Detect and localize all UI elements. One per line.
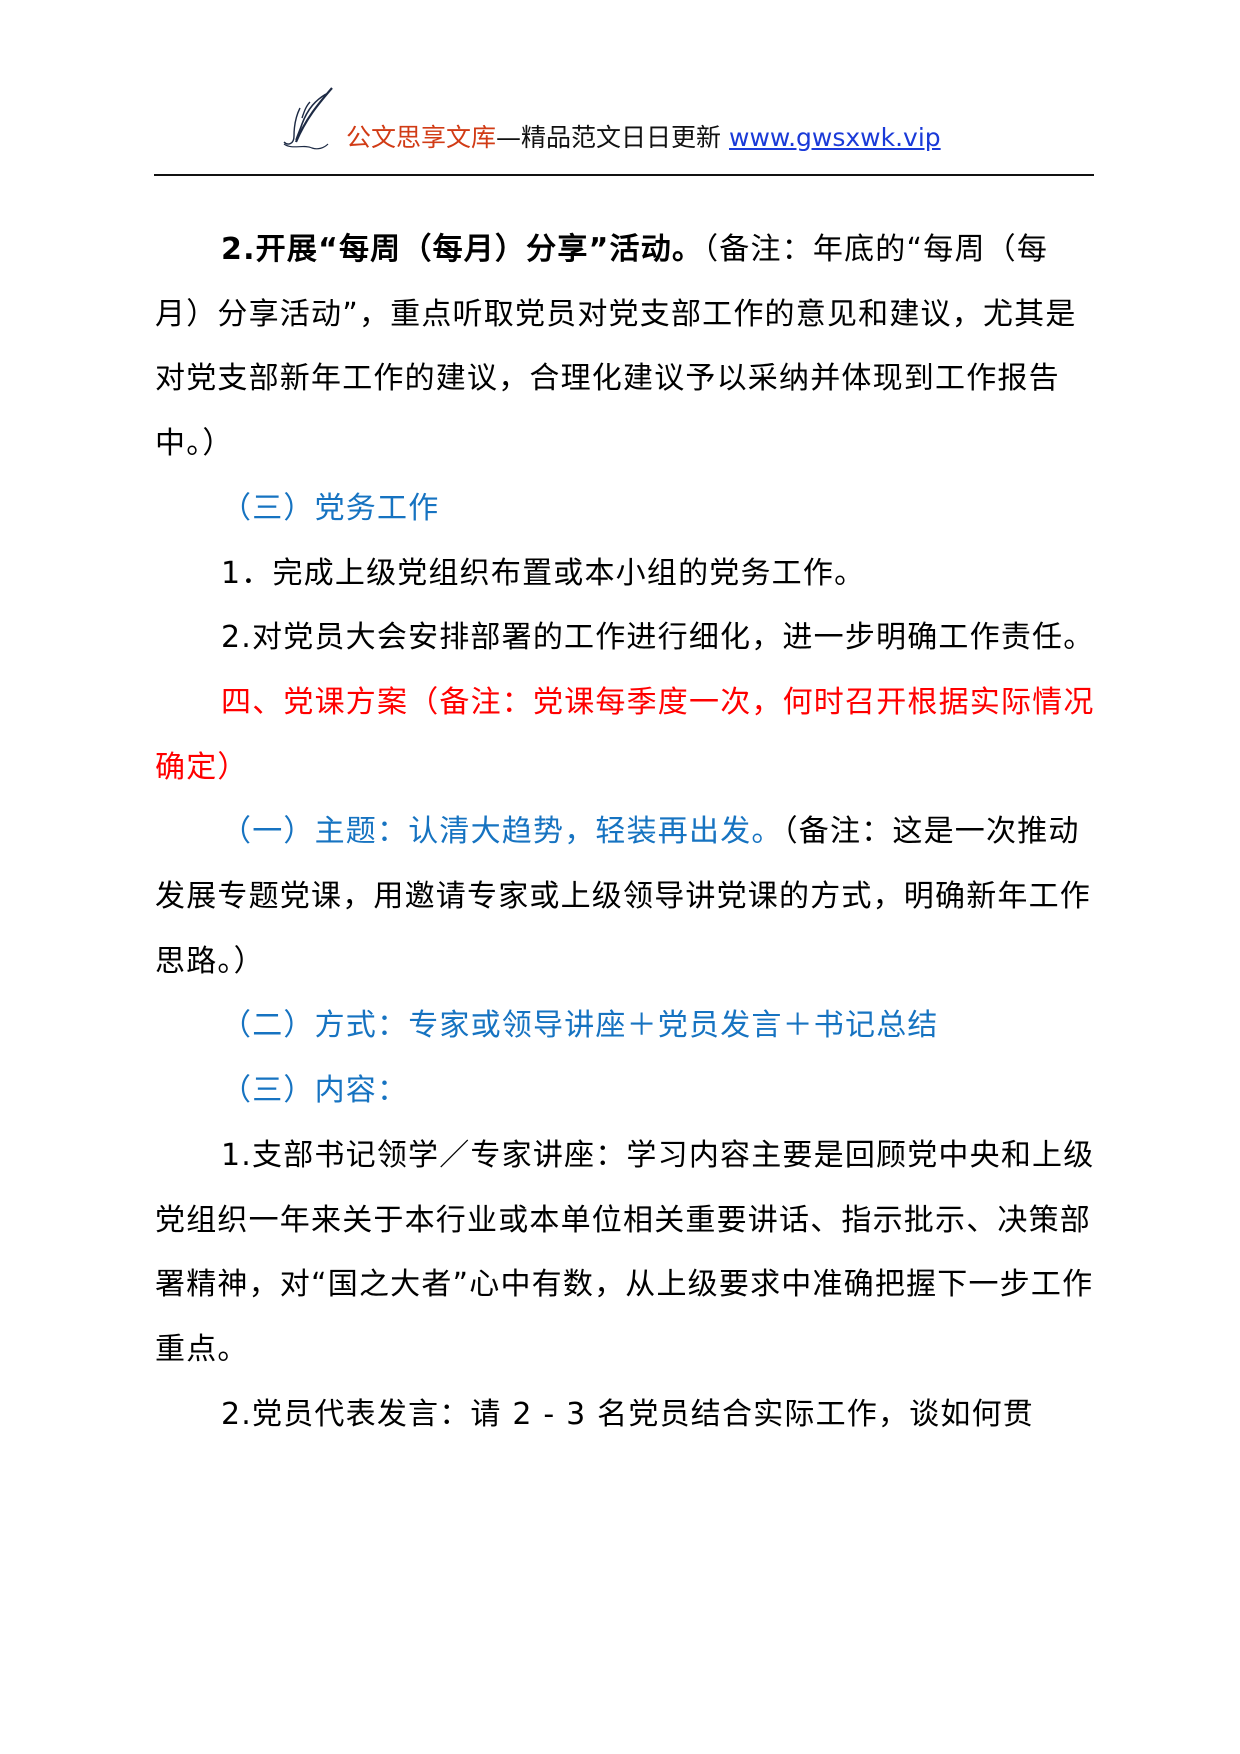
- content-item-2: 2.党员代表发言：请 2 - 3 名党员结合实际工作，谈如何贯: [221, 1396, 1034, 1432]
- content-item-1: 1.支部书记领学／专家讲座：学习内容主要是回顾党中央和上级党组织一年来关于本行业…: [155, 1137, 1095, 1367]
- brand-name: 公文思享文库: [346, 123, 497, 152]
- item-2-title: 2.开展“每周（每月）分享”活动。: [221, 232, 704, 267]
- site-link[interactable]: www.gwsxwk.vip: [729, 123, 941, 152]
- paragraph-item-2: 2.开展“每周（每月）分享”活动。（备注：年底的“每周（每月）分享活动”，重点听…: [155, 218, 1095, 477]
- topic-heading: （一）主题：认清大趋势，轻装再出发。: [221, 814, 783, 850]
- part-4-heading: 四、党课方案（备注：党课每季度一次，何时召开根据实际情况确定）: [155, 684, 1095, 785]
- section-3-item-1: 1．完成上级党组织布置或本小组的党务工作。: [221, 555, 866, 591]
- item-2-note: （备注：年底的“每周（每月）分享活动”，重点听取党员对党支部工作的意见和建议，尤…: [155, 232, 1077, 462]
- topic-note: （备注：这是一次推动发展专题党课，用邀请专家或上级领导讲党课的方式，明确新年工作…: [155, 814, 1091, 979]
- topic-paragraph: （一）主题：认清大趋势，轻装再出发。（备注：这是一次推动发展专题党课，用邀请专家…: [155, 800, 1095, 994]
- header-divider: [154, 174, 1094, 176]
- content-heading: （三）内容：: [221, 1073, 409, 1109]
- tagline: —精品范文日日更新: [496, 123, 722, 152]
- quill-pen-icon: [283, 87, 333, 150]
- document-body: 2.开展“每周（每月）分享”活动。（备注：年底的“每周（每月）分享活动”，重点听…: [155, 218, 1095, 1447]
- method-heading: （二）方式：专家或领导讲座＋党员发言＋书记总结: [221, 1008, 939, 1044]
- section-3-item-2: 2.对党员大会安排部署的工作进行细化，进一步明确工作责任。: [221, 620, 1095, 656]
- section-3-heading: （三）党务工作: [221, 490, 440, 526]
